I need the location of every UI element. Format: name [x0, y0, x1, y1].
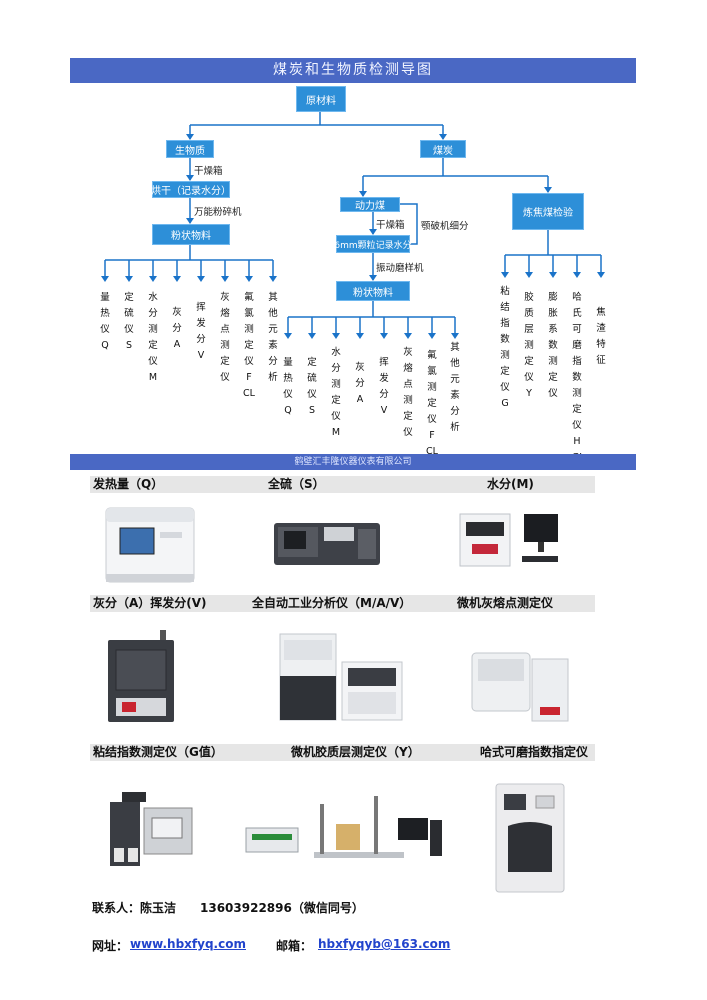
caption-ash-fusion: 微机灰熔点测定仪	[457, 596, 554, 610]
mail-label: 邮箱：	[276, 939, 313, 953]
coal-node: 煤炭	[420, 140, 466, 158]
coal-leaf: 定硫仪S	[307, 357, 317, 416]
company-divider: 鹤壁汇丰隆仪器仪表有限公司	[70, 454, 636, 470]
bio-leaf: 灰分A	[172, 307, 182, 350]
coking-leaf: 胶质层测定仪Y	[524, 292, 534, 399]
bio-step2-label: 万能粉碎机	[194, 207, 242, 218]
coal-leaf: 氟氯测定仪FCL	[426, 350, 438, 457]
coking-leaf: 膨胀系数测定仪	[548, 292, 558, 399]
contact-person: 联系人：陈玉洁	[92, 901, 177, 915]
caption-proximate: 全自动工业分析仪（M/A/V）	[252, 596, 412, 610]
caption-calorific: 发热量（Q）	[93, 477, 164, 491]
caption-row-3: 粘结指数测定仪（G值） 微机胶质层测定仪（Y） 哈式可磨指数指定仪	[90, 744, 595, 761]
caption-plastometer: 微机胶质层测定仪（Y）	[291, 745, 420, 759]
coal-leaf: 水分测定仪M	[331, 347, 341, 438]
contact-phone: 13603922896（微信同号）	[200, 901, 364, 915]
proximate-analyzer-image	[279, 633, 403, 721]
calorimeter-image	[105, 507, 195, 583]
coal-dry-label: 干燥箱	[376, 220, 405, 231]
bio-powder-node: 粉状物料	[152, 224, 230, 245]
page-title: 煤炭和生物质检测导图	[70, 58, 636, 83]
ash-fusion-image	[471, 652, 569, 722]
root-node: 原材料	[296, 86, 346, 112]
coal-6mm-node: 6mm颗粒记录水分	[334, 235, 412, 253]
caption-sulfur: 全硫（S）	[268, 477, 325, 491]
flowchart-lines	[101, 112, 605, 339]
bio-dry-node: 烘干（记录水分）	[151, 181, 231, 198]
caption-row-2: 灰分（A）挥发分(V) 全自动工业分析仪（M/A/V） 微机灰熔点测定仪	[90, 595, 595, 612]
email-link[interactable]: hbxfyqyb@163.com	[318, 937, 451, 951]
coal-mill-label: 振动磨样机	[376, 263, 424, 274]
bio-leaf: 灰熔点测定仪	[220, 292, 230, 383]
website-link[interactable]: www.hbxfyq.com	[130, 937, 246, 951]
coal-leaf: 挥发分V	[379, 357, 389, 416]
web-label: 网址：	[92, 939, 129, 953]
coal-leaf: 量热仪Q	[283, 357, 293, 416]
coal-crush-label: 颚破机细分	[421, 221, 469, 232]
sulfur-analyzer-image	[274, 523, 380, 565]
bio-leaf: 定硫仪S	[124, 292, 134, 351]
hardgrove-image	[495, 783, 565, 893]
bio-leaf: 其他元素分析	[268, 292, 278, 383]
coking-leaf: 粘结指数测定仪G	[500, 286, 510, 409]
muffle-furnace-image	[108, 630, 174, 722]
caption-caking: 粘结指数测定仪（G值）	[93, 745, 223, 759]
power-coal-node: 动力煤	[340, 197, 400, 212]
moisture-analyzer-image	[459, 513, 558, 567]
coking-leaf: 哈氏可磨指数测定仪HGI	[572, 292, 582, 463]
biomass-node: 生物质	[166, 140, 214, 158]
caking-index-image	[110, 792, 193, 866]
bio-leaf: 量热仪Q	[100, 292, 110, 351]
caption-moisture: 水分(M)	[487, 477, 534, 491]
caption-row-1: 发热量（Q） 全硫（S） 水分(M)	[90, 476, 595, 493]
bio-step1-label: 干燥箱	[194, 166, 223, 177]
coking-leaf: 焦渣特征	[596, 307, 606, 366]
caption-hardgrove: 哈式可磨指数指定仪	[480, 745, 589, 759]
coal-leaf: 灰熔点测定仪	[403, 347, 413, 438]
bio-leaf: 挥发分V	[196, 302, 206, 361]
caption-ash-volatile: 灰分（A）挥发分(V)	[93, 596, 207, 610]
bio-leaf: 水分测定仪M	[148, 292, 158, 383]
plastometer-image	[245, 796, 442, 858]
coal-leaf: 灰分A	[355, 362, 365, 405]
coal-leaf: 其他元素分析	[450, 342, 460, 433]
coal-powder-node: 粉状物料	[336, 281, 410, 301]
bio-leaf: 氟氯测定仪FCL	[243, 292, 255, 399]
coking-coal-node: 炼焦煤检验	[512, 193, 584, 230]
